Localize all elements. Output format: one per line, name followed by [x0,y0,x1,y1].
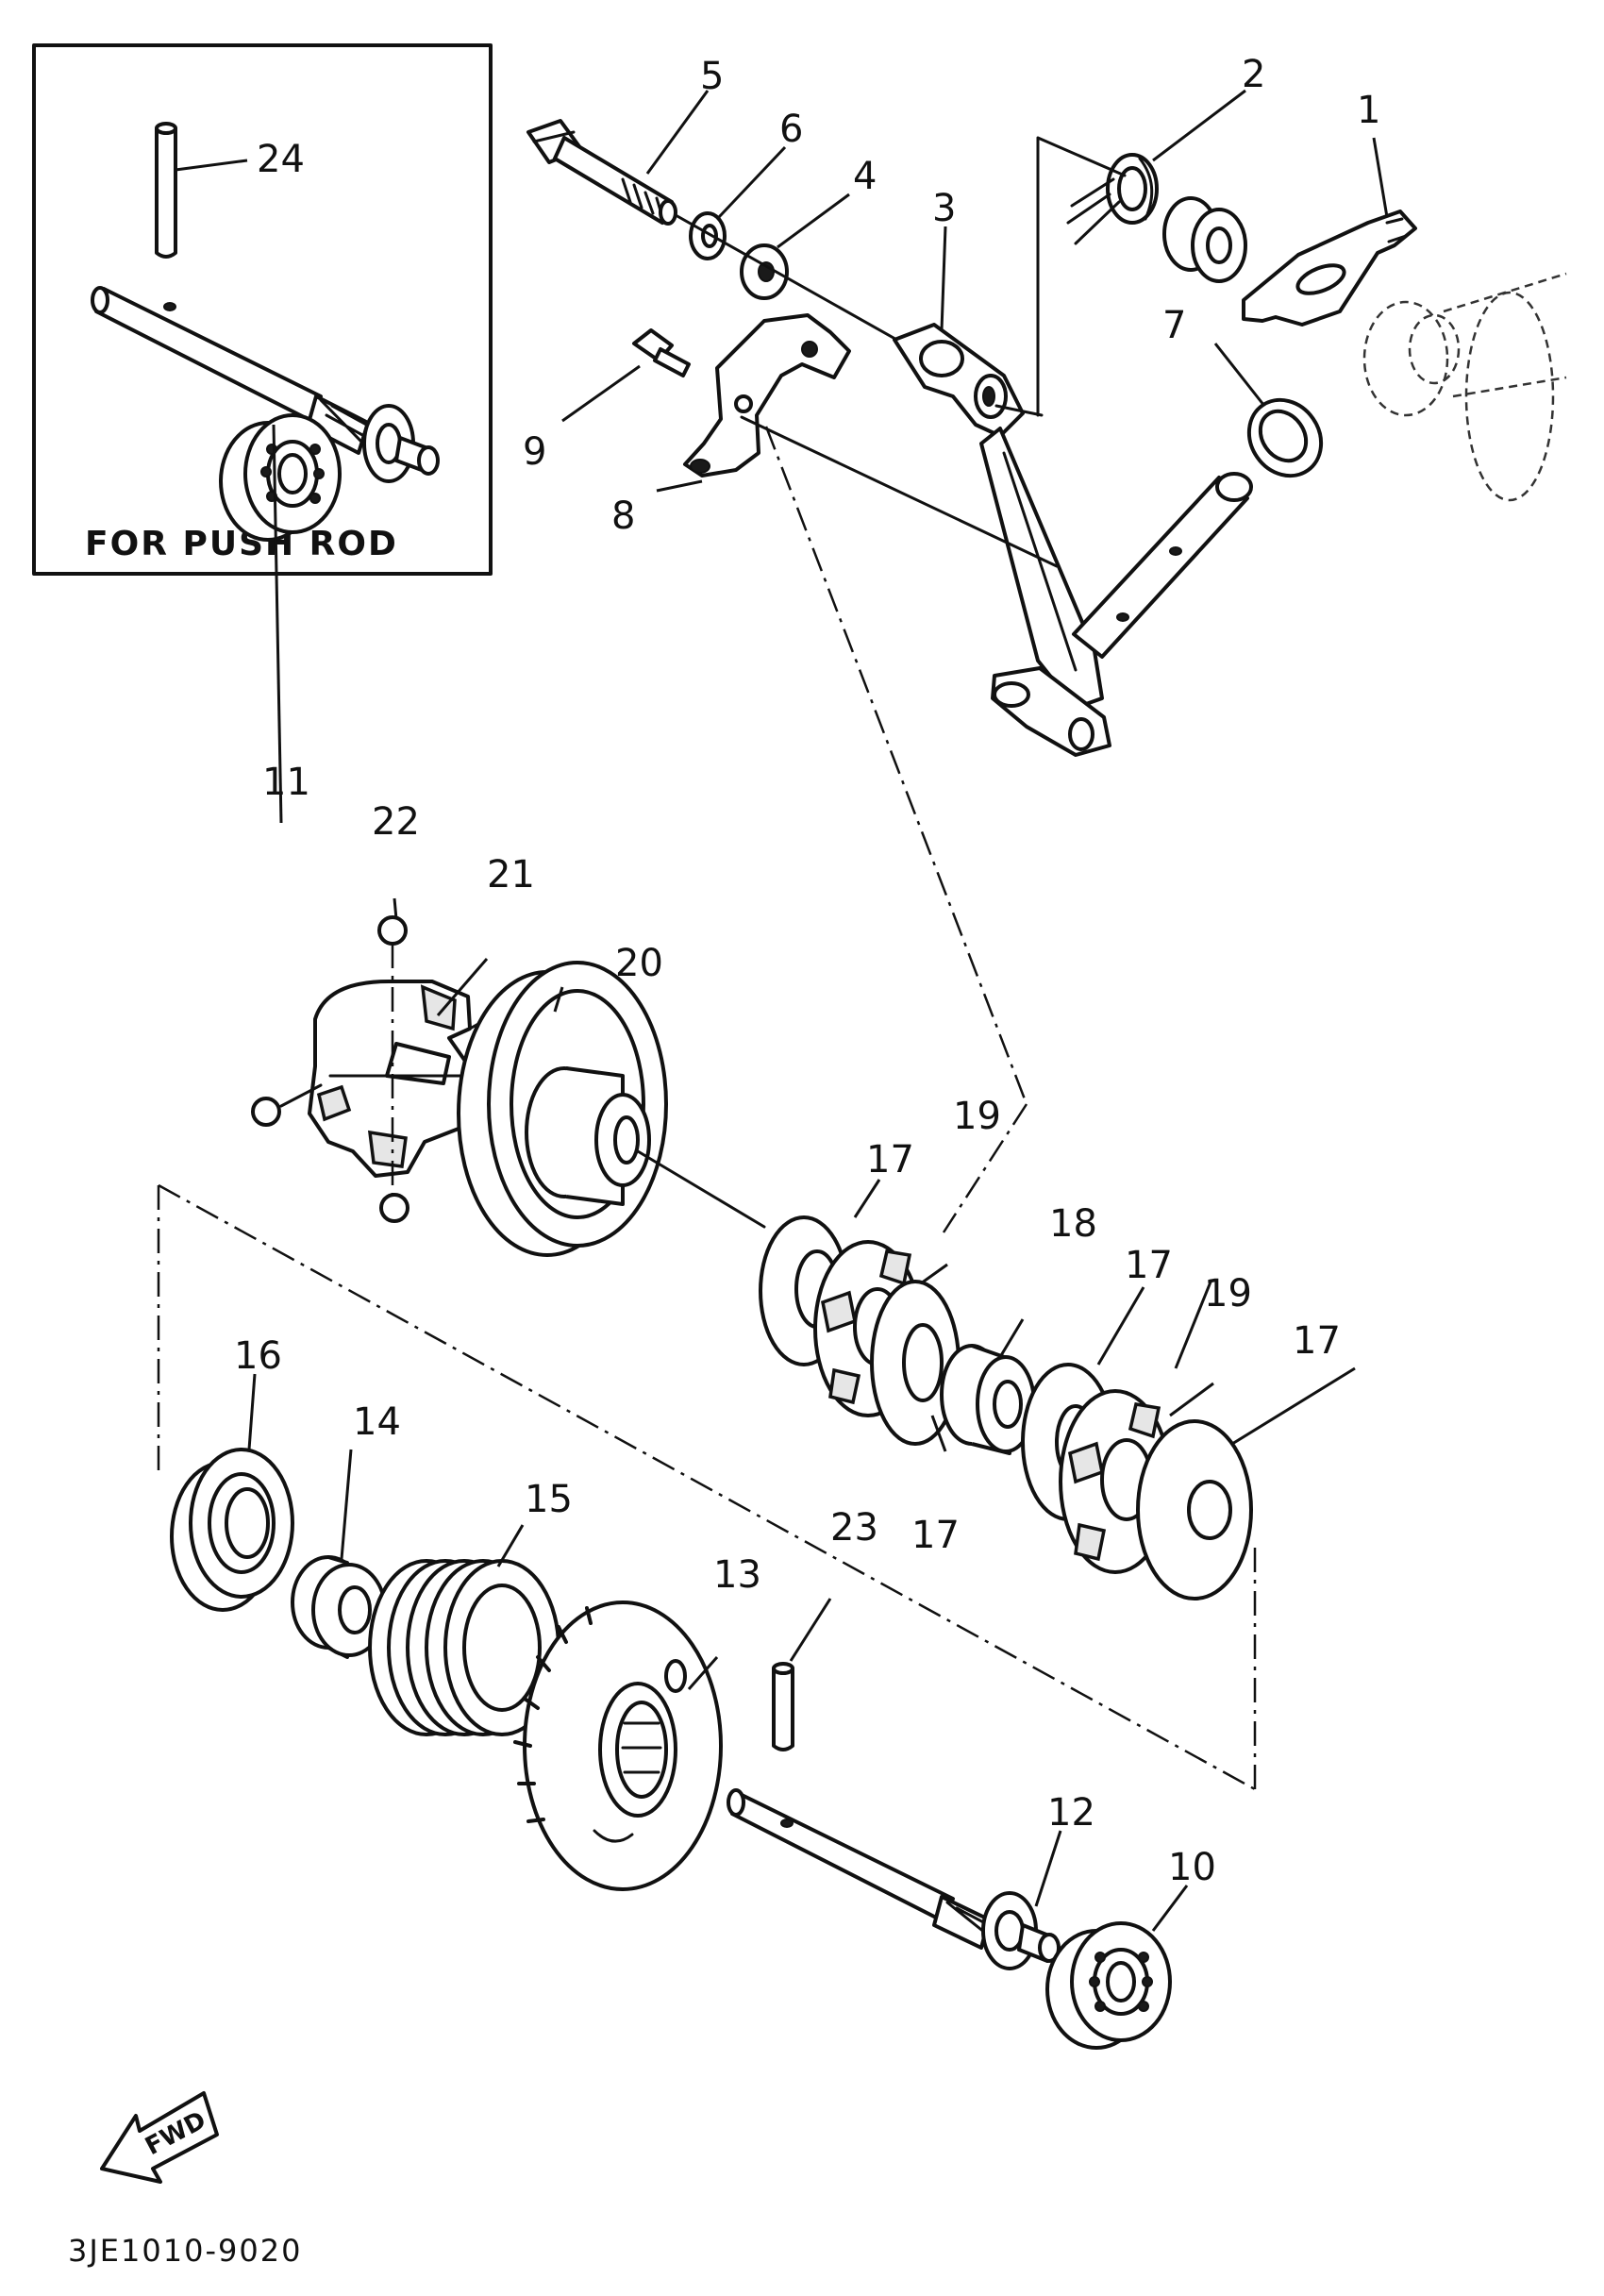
bearing-11 [219,413,342,542]
label-23: 23 [830,1506,878,1550]
label-19b: 19 [1204,1272,1252,1316]
label-17a: 17 [866,1138,914,1182]
label-16: 16 [234,1334,282,1378]
label-17d: 17 [1293,1319,1341,1363]
leader-24 [175,159,248,172]
dash-line-lower-main [158,1183,1256,1791]
bearing-10 [1045,1921,1172,2050]
label-9: 9 [523,430,546,474]
axis-line-hub [636,1149,766,1229]
axis-line-bracket [740,415,1059,568]
washer-4 [740,243,789,300]
torsion-spring-2 [1066,153,1159,245]
kick-shaft [1072,472,1253,659]
label-17b: 17 [911,1514,960,1557]
label-18: 18 [1049,1202,1097,1246]
label-11: 11 [262,761,310,804]
label-17c: 17 [1125,1244,1173,1287]
bracket-8 [683,313,851,478]
bracket-line-join [994,404,1044,417]
label-7: 7 [1162,304,1186,347]
axis-line-bolt [674,213,932,360]
push-lever-1 [1242,209,1417,327]
label-19a: 19 [953,1095,1001,1138]
label-12: 12 [1047,1791,1095,1835]
drawing-code: 3JE1010-9020 [68,2233,302,2269]
inset-pin [155,122,177,259]
label-20: 20 [615,942,663,985]
washer-17-b [870,1280,961,1446]
fwd-arrow-icon: FWD [100,2091,219,2184]
label-5: 5 [700,55,724,98]
gear-hub-20 [457,961,668,1257]
label-24: 24 [257,138,305,181]
label-14: 14 [353,1400,401,1444]
label-4: 4 [853,155,877,198]
engine-case-ghost [1362,272,1567,502]
label-1: 1 [1357,89,1380,132]
dash-line-ratchet-join [942,1103,1028,1233]
pin-23 [772,1662,794,1751]
dash-line-bracket-to-ratchet [764,426,1028,1105]
ball-22-left [251,1097,281,1127]
bolt-9 [632,328,691,377]
label-10: 10 [1168,1846,1216,1889]
kick-shaft-12 [727,1788,1061,1970]
leader-lines [247,89,1389,1932]
push-rod-inset: 24 FOR PUSH ROD [32,43,493,576]
inset-push-rod-shaft [91,286,440,483]
oil-seal-16 [170,1448,294,1612]
label-22: 22 [372,800,420,844]
gear-13 [513,1600,723,1891]
bolt-5 [526,119,677,226]
label-8: 8 [611,494,635,538]
label-2: 2 [1242,53,1265,96]
collar-14 [291,1555,387,1659]
oil-seal-7 [1246,397,1324,478]
ball-22-bottom [379,1193,409,1223]
washer-6 [689,211,727,260]
washer-17-d [1136,1419,1253,1600]
label-3: 3 [932,187,956,230]
label-21: 21 [487,853,535,897]
kick-lever-3 [893,323,1111,757]
label-15: 15 [525,1478,573,1521]
spacer-collar [1162,196,1247,283]
label-13: 13 [713,1553,761,1597]
bracket-line-upper [1036,136,1127,417]
spacer-18 [940,1344,1036,1455]
ball-22-top [377,915,408,946]
inset-frame [32,43,493,576]
label-6: 6 [779,108,803,151]
